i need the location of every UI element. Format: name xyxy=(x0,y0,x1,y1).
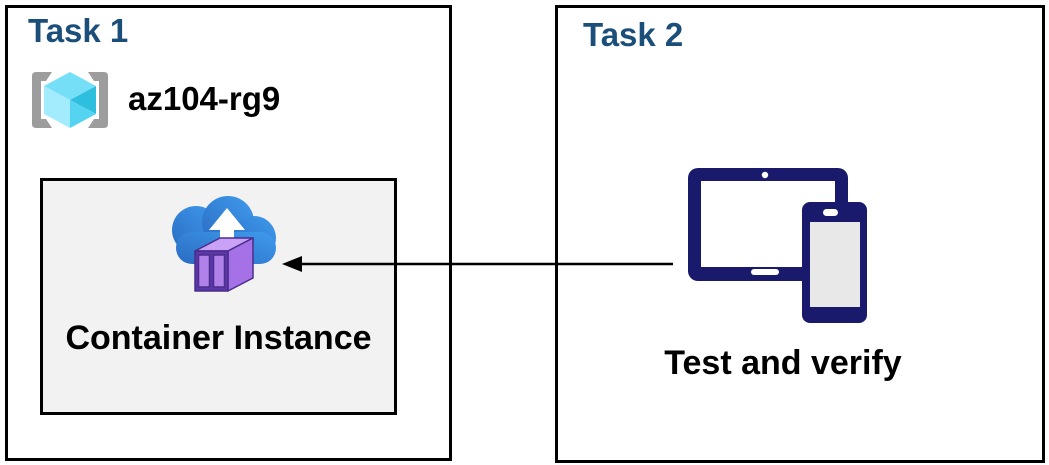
test-and-verify-label: Test and verify xyxy=(664,344,902,382)
phone-shape xyxy=(802,202,867,323)
left-arrow-connector xyxy=(282,256,673,272)
tablet-and-phone-icon xyxy=(688,168,867,323)
resource-group-name: az104-rg9 xyxy=(128,80,281,117)
task1-title: Task 1 xyxy=(28,12,129,49)
task1-panel: Task 1 az104-rg9 xyxy=(5,5,452,461)
container-instance-label: Container Instance xyxy=(65,319,372,357)
container-instance-icon xyxy=(172,196,276,292)
task2-panel: Task 2 Test and verify xyxy=(555,5,1045,463)
container-box xyxy=(194,237,254,292)
task2-title: Task 2 xyxy=(583,16,684,53)
container-instance-box: Container Instance xyxy=(40,178,397,415)
resource-group-icon xyxy=(32,72,108,128)
